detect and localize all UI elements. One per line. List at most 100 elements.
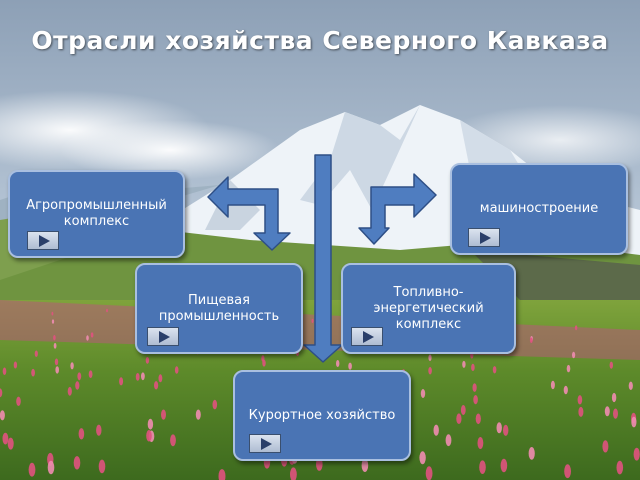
flower bbox=[609, 361, 613, 369]
play-icon[interactable] bbox=[27, 231, 59, 250]
flower bbox=[106, 308, 108, 313]
flower bbox=[53, 335, 56, 341]
flower bbox=[16, 396, 21, 406]
resort-economy-box[interactable]: Курортное хозяйство bbox=[233, 370, 411, 461]
play-icon[interactable] bbox=[351, 327, 383, 346]
flower bbox=[96, 424, 102, 436]
flower bbox=[170, 434, 176, 447]
flower bbox=[54, 358, 59, 366]
flower bbox=[471, 363, 475, 371]
flower bbox=[616, 460, 624, 475]
flower bbox=[564, 464, 571, 479]
flower bbox=[262, 359, 266, 367]
flower bbox=[174, 366, 179, 374]
flower bbox=[492, 366, 497, 374]
machine-building-box[interactable]: машиностроение bbox=[450, 163, 628, 255]
machine-building-label: машиностроение bbox=[479, 201, 599, 216]
flower bbox=[348, 362, 352, 370]
flower bbox=[135, 373, 140, 381]
play-icon[interactable] bbox=[468, 228, 500, 247]
flower bbox=[90, 332, 94, 338]
agro-complex-label: Агропромышленный комплекс bbox=[26, 198, 167, 229]
flower bbox=[88, 370, 93, 379]
flower bbox=[218, 469, 226, 480]
flower bbox=[456, 413, 462, 425]
flower bbox=[433, 424, 439, 436]
arrow-down-resort bbox=[303, 154, 343, 363]
flower bbox=[154, 381, 159, 390]
flower bbox=[34, 350, 38, 357]
flower bbox=[161, 409, 166, 420]
flower bbox=[428, 367, 432, 375]
flower bbox=[51, 319, 55, 324]
flower bbox=[445, 434, 452, 447]
flower bbox=[0, 388, 3, 398]
flower bbox=[628, 381, 633, 390]
flower bbox=[47, 460, 55, 475]
flower bbox=[566, 364, 571, 373]
flower bbox=[31, 368, 35, 377]
flower bbox=[631, 416, 637, 428]
flower bbox=[460, 405, 466, 415]
flower bbox=[472, 383, 477, 392]
flower bbox=[336, 360, 340, 367]
fuel-energy-box[interactable]: Топливно-энергетический комплекс bbox=[341, 263, 516, 354]
flower bbox=[563, 385, 568, 395]
flower bbox=[550, 380, 555, 390]
flower bbox=[119, 377, 124, 386]
flower bbox=[13, 361, 18, 369]
flower bbox=[77, 372, 82, 381]
flower bbox=[425, 466, 433, 480]
flower bbox=[529, 337, 533, 344]
flower bbox=[55, 366, 59, 374]
flower bbox=[98, 459, 106, 474]
flower bbox=[146, 430, 152, 442]
flower bbox=[361, 458, 369, 472]
flower bbox=[428, 354, 432, 362]
arrow-right-machine bbox=[358, 173, 437, 245]
flower bbox=[212, 399, 218, 410]
flower bbox=[7, 437, 14, 450]
flower bbox=[462, 360, 466, 368]
flower bbox=[633, 447, 640, 461]
food-industry-label: Пищевая промышленность bbox=[158, 292, 280, 324]
agro-complex-box[interactable]: Агропромышленный комплекс bbox=[8, 170, 185, 258]
flower bbox=[420, 389, 426, 398]
flower bbox=[158, 374, 163, 383]
flower bbox=[141, 372, 145, 381]
flower bbox=[147, 418, 154, 430]
arrow-left-agro bbox=[207, 176, 291, 251]
flower bbox=[473, 395, 478, 405]
flower bbox=[73, 456, 81, 470]
play-icon[interactable] bbox=[147, 327, 179, 346]
flower bbox=[145, 356, 150, 364]
flower bbox=[78, 428, 85, 440]
slide-title: Отрасли хозяйства Северного Кавказа bbox=[31, 26, 609, 55]
fuel-energy-label: Топливно-энергетический комплекс bbox=[373, 284, 484, 332]
flower bbox=[503, 424, 509, 436]
flower bbox=[0, 410, 5, 421]
flower bbox=[2, 432, 9, 445]
flower bbox=[28, 462, 36, 477]
flower bbox=[479, 460, 486, 475]
flower bbox=[613, 408, 618, 419]
flower bbox=[75, 381, 80, 390]
flower bbox=[604, 406, 610, 417]
flower bbox=[611, 392, 617, 403]
flower bbox=[311, 318, 314, 323]
food-industry-box[interactable]: Пищевая промышленность bbox=[135, 263, 303, 354]
flower bbox=[572, 351, 576, 359]
flower bbox=[528, 447, 535, 460]
flower bbox=[195, 409, 201, 420]
flower bbox=[419, 451, 426, 465]
flower bbox=[53, 342, 57, 349]
flower bbox=[577, 395, 583, 405]
flower bbox=[51, 311, 54, 316]
flower bbox=[290, 467, 297, 480]
flower bbox=[477, 437, 484, 449]
play-icon[interactable] bbox=[249, 434, 281, 453]
flower bbox=[67, 386, 72, 396]
flower bbox=[578, 406, 584, 417]
